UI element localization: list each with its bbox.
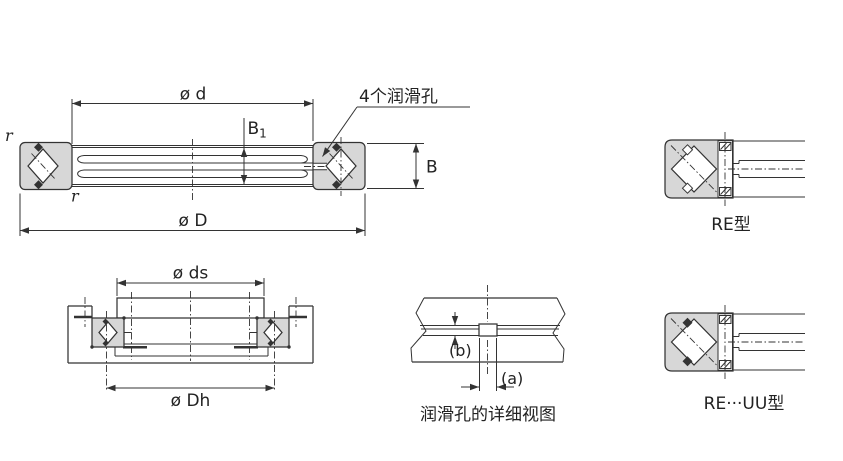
dim-label-b1: B1 [248, 119, 267, 141]
detail-caption: 润滑孔的详细视图 [420, 405, 556, 425]
seal-marks [34, 142, 341, 190]
dimension-phi-D: ø D [19, 193, 366, 236]
roller-diamond [98, 321, 118, 344]
dimension-phi-ds: ø ds [116, 264, 265, 296]
lube-holes-label: 4个润滑孔 [359, 87, 438, 107]
lube-hole [478, 323, 498, 337]
dimension-a-small: (a) [461, 369, 523, 391]
lube-hole-detail-figure: (b) (a) 润滑孔的详细视图 [410, 285, 566, 425]
dim-label-b: B [426, 158, 438, 178]
roller-diamond [263, 321, 283, 344]
main-cross-section-figure: ø d B1 B ø D r r 4个润滑孔 [5, 85, 470, 236]
dimension-phi-d: ø d [71, 85, 314, 144]
radius-label-outer: r [5, 126, 14, 145]
dim-label-a-small: (a) [501, 369, 523, 388]
re-uu-type-label: RE···UU型 [704, 394, 785, 414]
dimension-phi-dh: ø Dh [106, 384, 275, 411]
dimension-b: B [367, 143, 438, 189]
dim-label-phi-ds: ø ds [173, 264, 209, 284]
seal-marks [682, 317, 693, 367]
dim-label-phi-D: ø D [179, 211, 208, 231]
lube-holes-callout: 4个润滑孔 [322, 87, 470, 157]
dimension-b1: B1 [240, 118, 267, 184]
housing-outline [67, 305, 314, 364]
re-uu-type-figure: RE···UU型 [664, 305, 805, 414]
shaft-step [114, 343, 269, 357]
re-type-figure: RE型 [664, 132, 805, 235]
lube-hole-channel [304, 162, 334, 171]
re-type-label: RE型 [711, 215, 751, 235]
dim-label-b-small: (b) [449, 341, 472, 360]
dimension-b-small: (b) [449, 312, 472, 360]
mounting-figure: ø ds ø Dh [67, 264, 314, 411]
seal-marks [102, 318, 274, 347]
dim-label-phi-d: ø d [180, 85, 207, 105]
radius-label-inner: r [71, 187, 80, 206]
seal-gaps [681, 144, 694, 194]
dim-label-phi-dh: ø Dh [171, 391, 211, 411]
